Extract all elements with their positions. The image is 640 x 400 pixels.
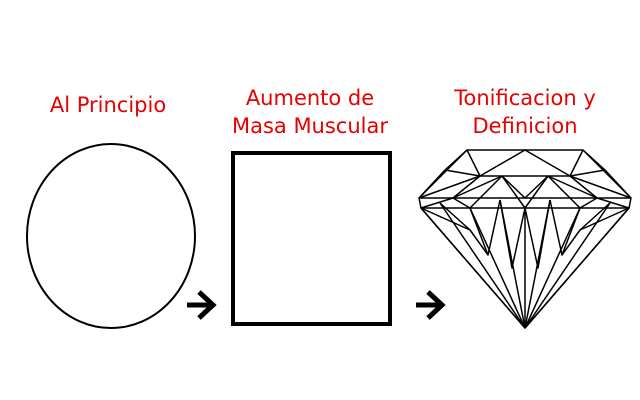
stage-3-label-line-2: Definicion [472,114,578,138]
stage-3-label-line-1: Tonificacion y [454,86,596,110]
stage-1-label-line-1: Al Principio [49,93,167,117]
stage-2-label-line-2: Masa Muscular [231,114,389,138]
stage-2-label-line-1: Aumento de [245,86,375,110]
right-arrow-icon [187,290,217,320]
stage-3-label: Tonificacion y Definicion [425,84,625,140]
stage-2-label: Aumento de Masa Muscular [210,84,410,140]
circle-shape [26,143,196,329]
square-shape [231,151,392,326]
right-arrow-icon [416,290,446,320]
stage-1-label: Al Principio [18,91,198,119]
diamond-shape [418,149,632,329]
